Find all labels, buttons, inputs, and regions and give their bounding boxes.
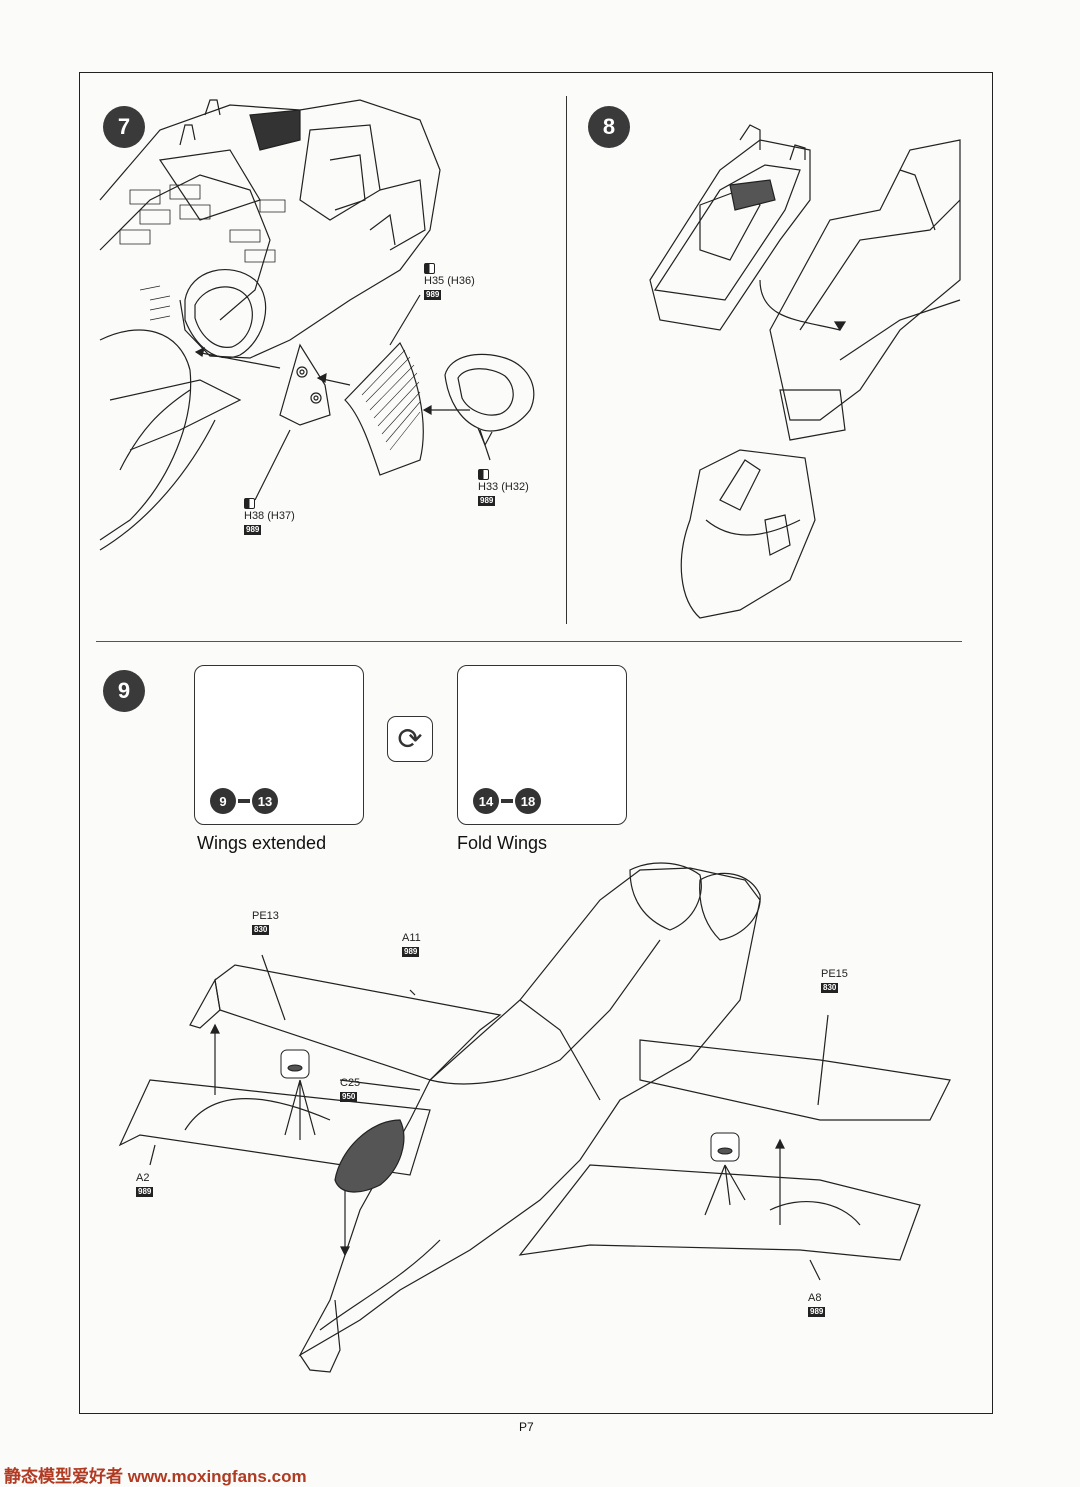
- page-frame: [79, 72, 993, 1414]
- caption-fold-wings: Fold Wings: [457, 833, 548, 853]
- part-h38: [279, 343, 331, 426]
- part-type-icon: [244, 497, 255, 509]
- part-label-a8: A8 989: [808, 1292, 826, 1317]
- step-badge-8: 8: [588, 106, 630, 148]
- step-range-9-13: 9 13: [210, 788, 278, 814]
- step8-cockpit-drawing: [649, 124, 961, 619]
- part-c25: [334, 1119, 405, 1193]
- page-number: P7: [519, 1420, 534, 1434]
- step9-aircraft-drawing: [118, 862, 951, 1373]
- part-h33: [444, 353, 535, 432]
- part-type-icon: [424, 262, 435, 274]
- step7-fuselage-drawing: [99, 99, 535, 551]
- drill-hole-icon: [280, 1049, 740, 1162]
- part-label-c25: C25 950: [340, 1077, 361, 1102]
- step-range-14-18: 14 18: [473, 788, 541, 814]
- step-divider-horizontal: [96, 641, 962, 642]
- rotate-swap-icon: ⟳: [387, 716, 433, 762]
- part-type-icon: [478, 468, 489, 480]
- part-label-a11: A11 989: [402, 932, 421, 957]
- caption-wings-extended: Wings extended: [197, 833, 327, 853]
- step-badge-7: 7: [103, 106, 145, 148]
- site-watermark: 静态模型爱好者 www.moxingfans.com: [4, 1467, 307, 1486]
- step-divider-vertical: [566, 96, 567, 624]
- part-label-h35: H35 (H36) 989: [424, 262, 475, 301]
- step-badge-9: 9: [103, 670, 145, 712]
- part-label-pe13: PE13 830: [252, 910, 279, 935]
- part-label-h38: H38 (H37) 989: [244, 497, 295, 536]
- part-label-a2: A2 989: [136, 1172, 154, 1197]
- part-h35: [344, 341, 424, 476]
- part-label-pe15: PE15 830: [821, 968, 848, 993]
- part-label-h33: H33 (H32) 989: [478, 468, 529, 507]
